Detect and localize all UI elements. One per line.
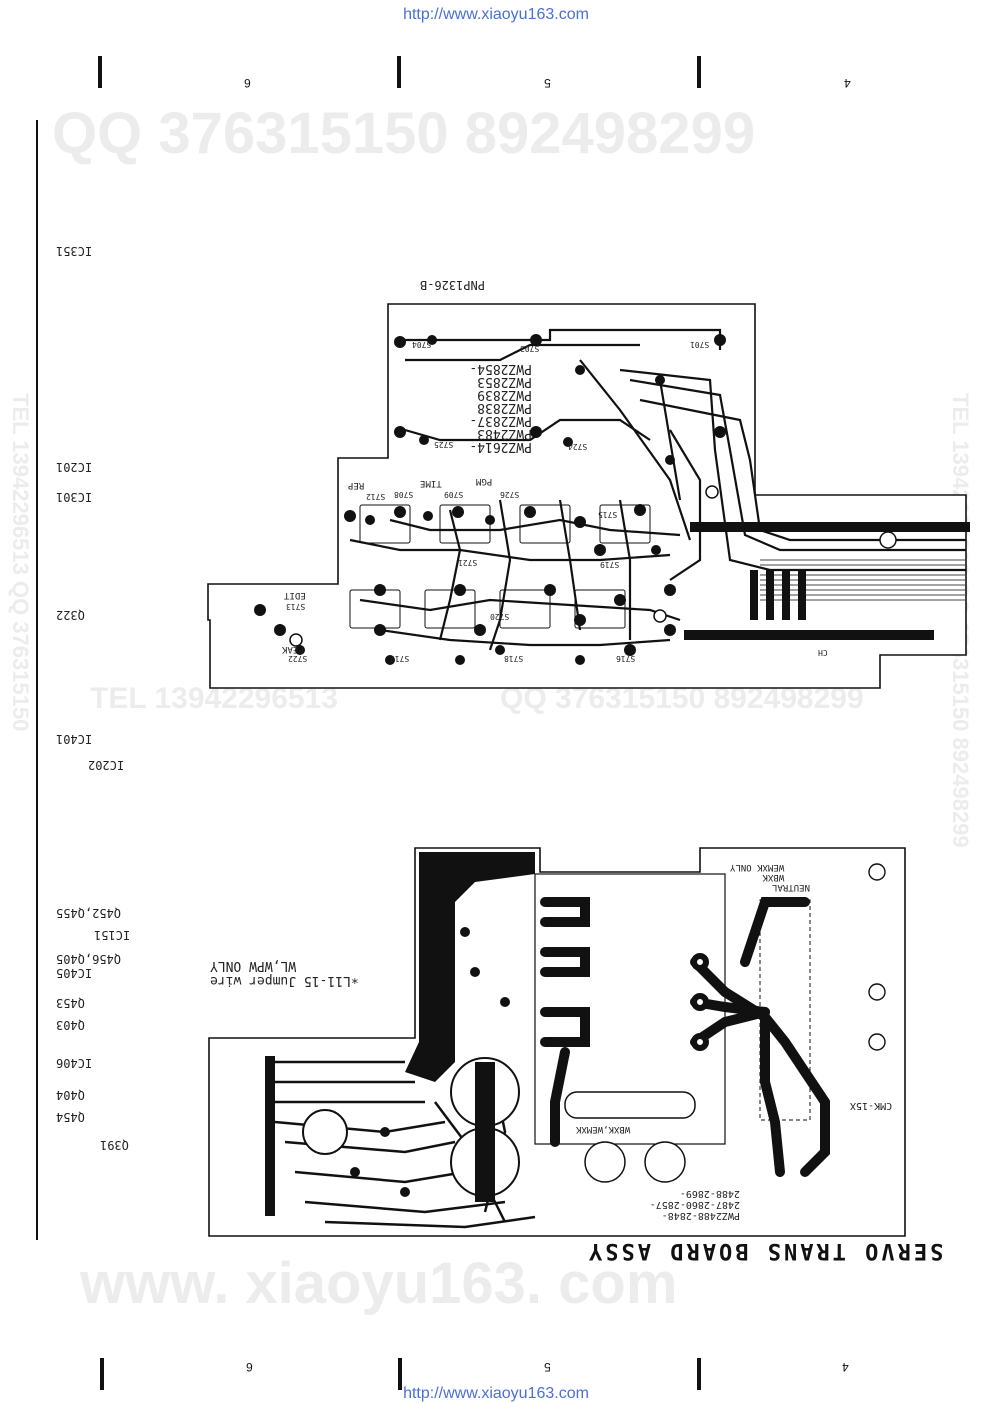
zone-number: 5 bbox=[544, 76, 551, 90]
function-label: TIME bbox=[420, 478, 442, 488]
part-number: PWZ2838 bbox=[477, 400, 532, 415]
switch-label: S716 bbox=[616, 654, 636, 663]
footer-url[interactable]: http://www.xiaoyu163.com bbox=[403, 1385, 589, 1402]
ref-label: Q391 bbox=[100, 1138, 129, 1152]
margin-rule bbox=[36, 120, 38, 1240]
ref-label: IC202 bbox=[88, 758, 125, 772]
neutral-label: NEUTRAL bbox=[772, 882, 810, 892]
zone-number: 5 bbox=[544, 1360, 551, 1374]
zone-tick bbox=[100, 1358, 104, 1390]
zone-tick bbox=[697, 56, 701, 88]
board-top-name: PNP1326-B bbox=[420, 278, 486, 292]
function-label: CH bbox=[818, 648, 828, 657]
part-number: PWZ2853 bbox=[477, 374, 532, 389]
ref-label: IC401 bbox=[56, 732, 93, 746]
ref-label: IC301 bbox=[56, 490, 93, 504]
zone-tick bbox=[398, 1358, 402, 1390]
switch-label: S724 bbox=[568, 442, 588, 451]
jumper-note: ∗L11-15 Jumper wire bbox=[210, 973, 359, 988]
part-number: PWZ2837- bbox=[469, 413, 532, 428]
function-label: REP bbox=[348, 480, 365, 490]
bottom-pcb-drawing bbox=[208, 847, 906, 1237]
zone-number: 4 bbox=[844, 76, 851, 90]
part-number: 2488-2869- bbox=[679, 1188, 740, 1199]
function-label: PEAK bbox=[282, 644, 304, 654]
switch-label: S718 bbox=[504, 654, 524, 663]
part-number: PWZ2854- bbox=[469, 361, 532, 376]
ref-label: IC406 bbox=[56, 1056, 93, 1070]
switch-label: S708 bbox=[394, 490, 414, 499]
ref-label: Q404 bbox=[56, 1088, 85, 1102]
part-number: PWZ2483 bbox=[477, 426, 532, 441]
switch-label: S719 bbox=[600, 560, 620, 569]
switch-label: S715 bbox=[598, 510, 618, 519]
ref-label: IC351 bbox=[56, 244, 93, 258]
ref-label: Q322 bbox=[56, 608, 85, 622]
cmk-label: CMK-15X bbox=[850, 1100, 893, 1111]
switch-label: S721 bbox=[458, 558, 478, 567]
ref-label: IC201 bbox=[56, 460, 93, 474]
zone-tick bbox=[397, 56, 401, 88]
jumper-note-models: WL,WPW ONLY bbox=[210, 958, 297, 973]
part-number: PWZ2839 bbox=[477, 387, 532, 402]
watermark-side-left: TEL 13942296513 QQ 376315150 bbox=[8, 393, 33, 732]
switch-label: S703 bbox=[520, 344, 540, 353]
ref-label: Q452,Q455 bbox=[56, 906, 122, 920]
switch-label: S726 bbox=[500, 490, 520, 499]
switch-label: S720 bbox=[490, 612, 510, 621]
zone-tick bbox=[98, 56, 102, 88]
switch-label: S713 bbox=[286, 602, 306, 611]
switch-label: S725 bbox=[434, 440, 454, 449]
switch-label: S722 bbox=[288, 654, 308, 663]
board-title: SERVO TRANS BOARD ASSY bbox=[586, 1238, 944, 1263]
ref-label: IC405 bbox=[56, 966, 93, 980]
top-pcb-drawing bbox=[207, 303, 970, 689]
watermark-qq-top: QQ 376315150 892498299 bbox=[52, 101, 756, 166]
zone-number: 6 bbox=[244, 76, 251, 90]
switch-label: S701 bbox=[690, 340, 710, 349]
zone-number: 6 bbox=[246, 1360, 253, 1374]
model-note: WBXK,WEMXK bbox=[576, 1124, 631, 1134]
ref-label: Q403 bbox=[56, 1018, 85, 1032]
function-label: PGM bbox=[476, 476, 493, 486]
only-note: WBXK WEMXK ONLY bbox=[730, 862, 785, 882]
ref-label: Q454 bbox=[56, 1110, 85, 1124]
ref-label: IC151 bbox=[94, 928, 131, 942]
function-label: EDIT bbox=[284, 590, 306, 600]
header-url[interactable]: http://www.xiaoyu163.com bbox=[403, 6, 589, 23]
zone-number: 4 bbox=[842, 1360, 849, 1374]
zone-tick bbox=[697, 1358, 701, 1390]
ref-label: Q456,Q405 bbox=[56, 952, 122, 966]
switch-label: S704 bbox=[412, 340, 432, 349]
switch-label: S709 bbox=[444, 490, 464, 499]
part-number: 2487-2860-2857- bbox=[649, 1199, 740, 1210]
ref-label: Q453 bbox=[56, 996, 85, 1010]
watermark-site-bottom: www. xiaoyu163. com bbox=[80, 1251, 678, 1316]
switch-label: S717 bbox=[390, 654, 410, 663]
switch-label: S712 bbox=[366, 492, 386, 501]
part-number: PWZ2488-2848- bbox=[661, 1210, 740, 1221]
